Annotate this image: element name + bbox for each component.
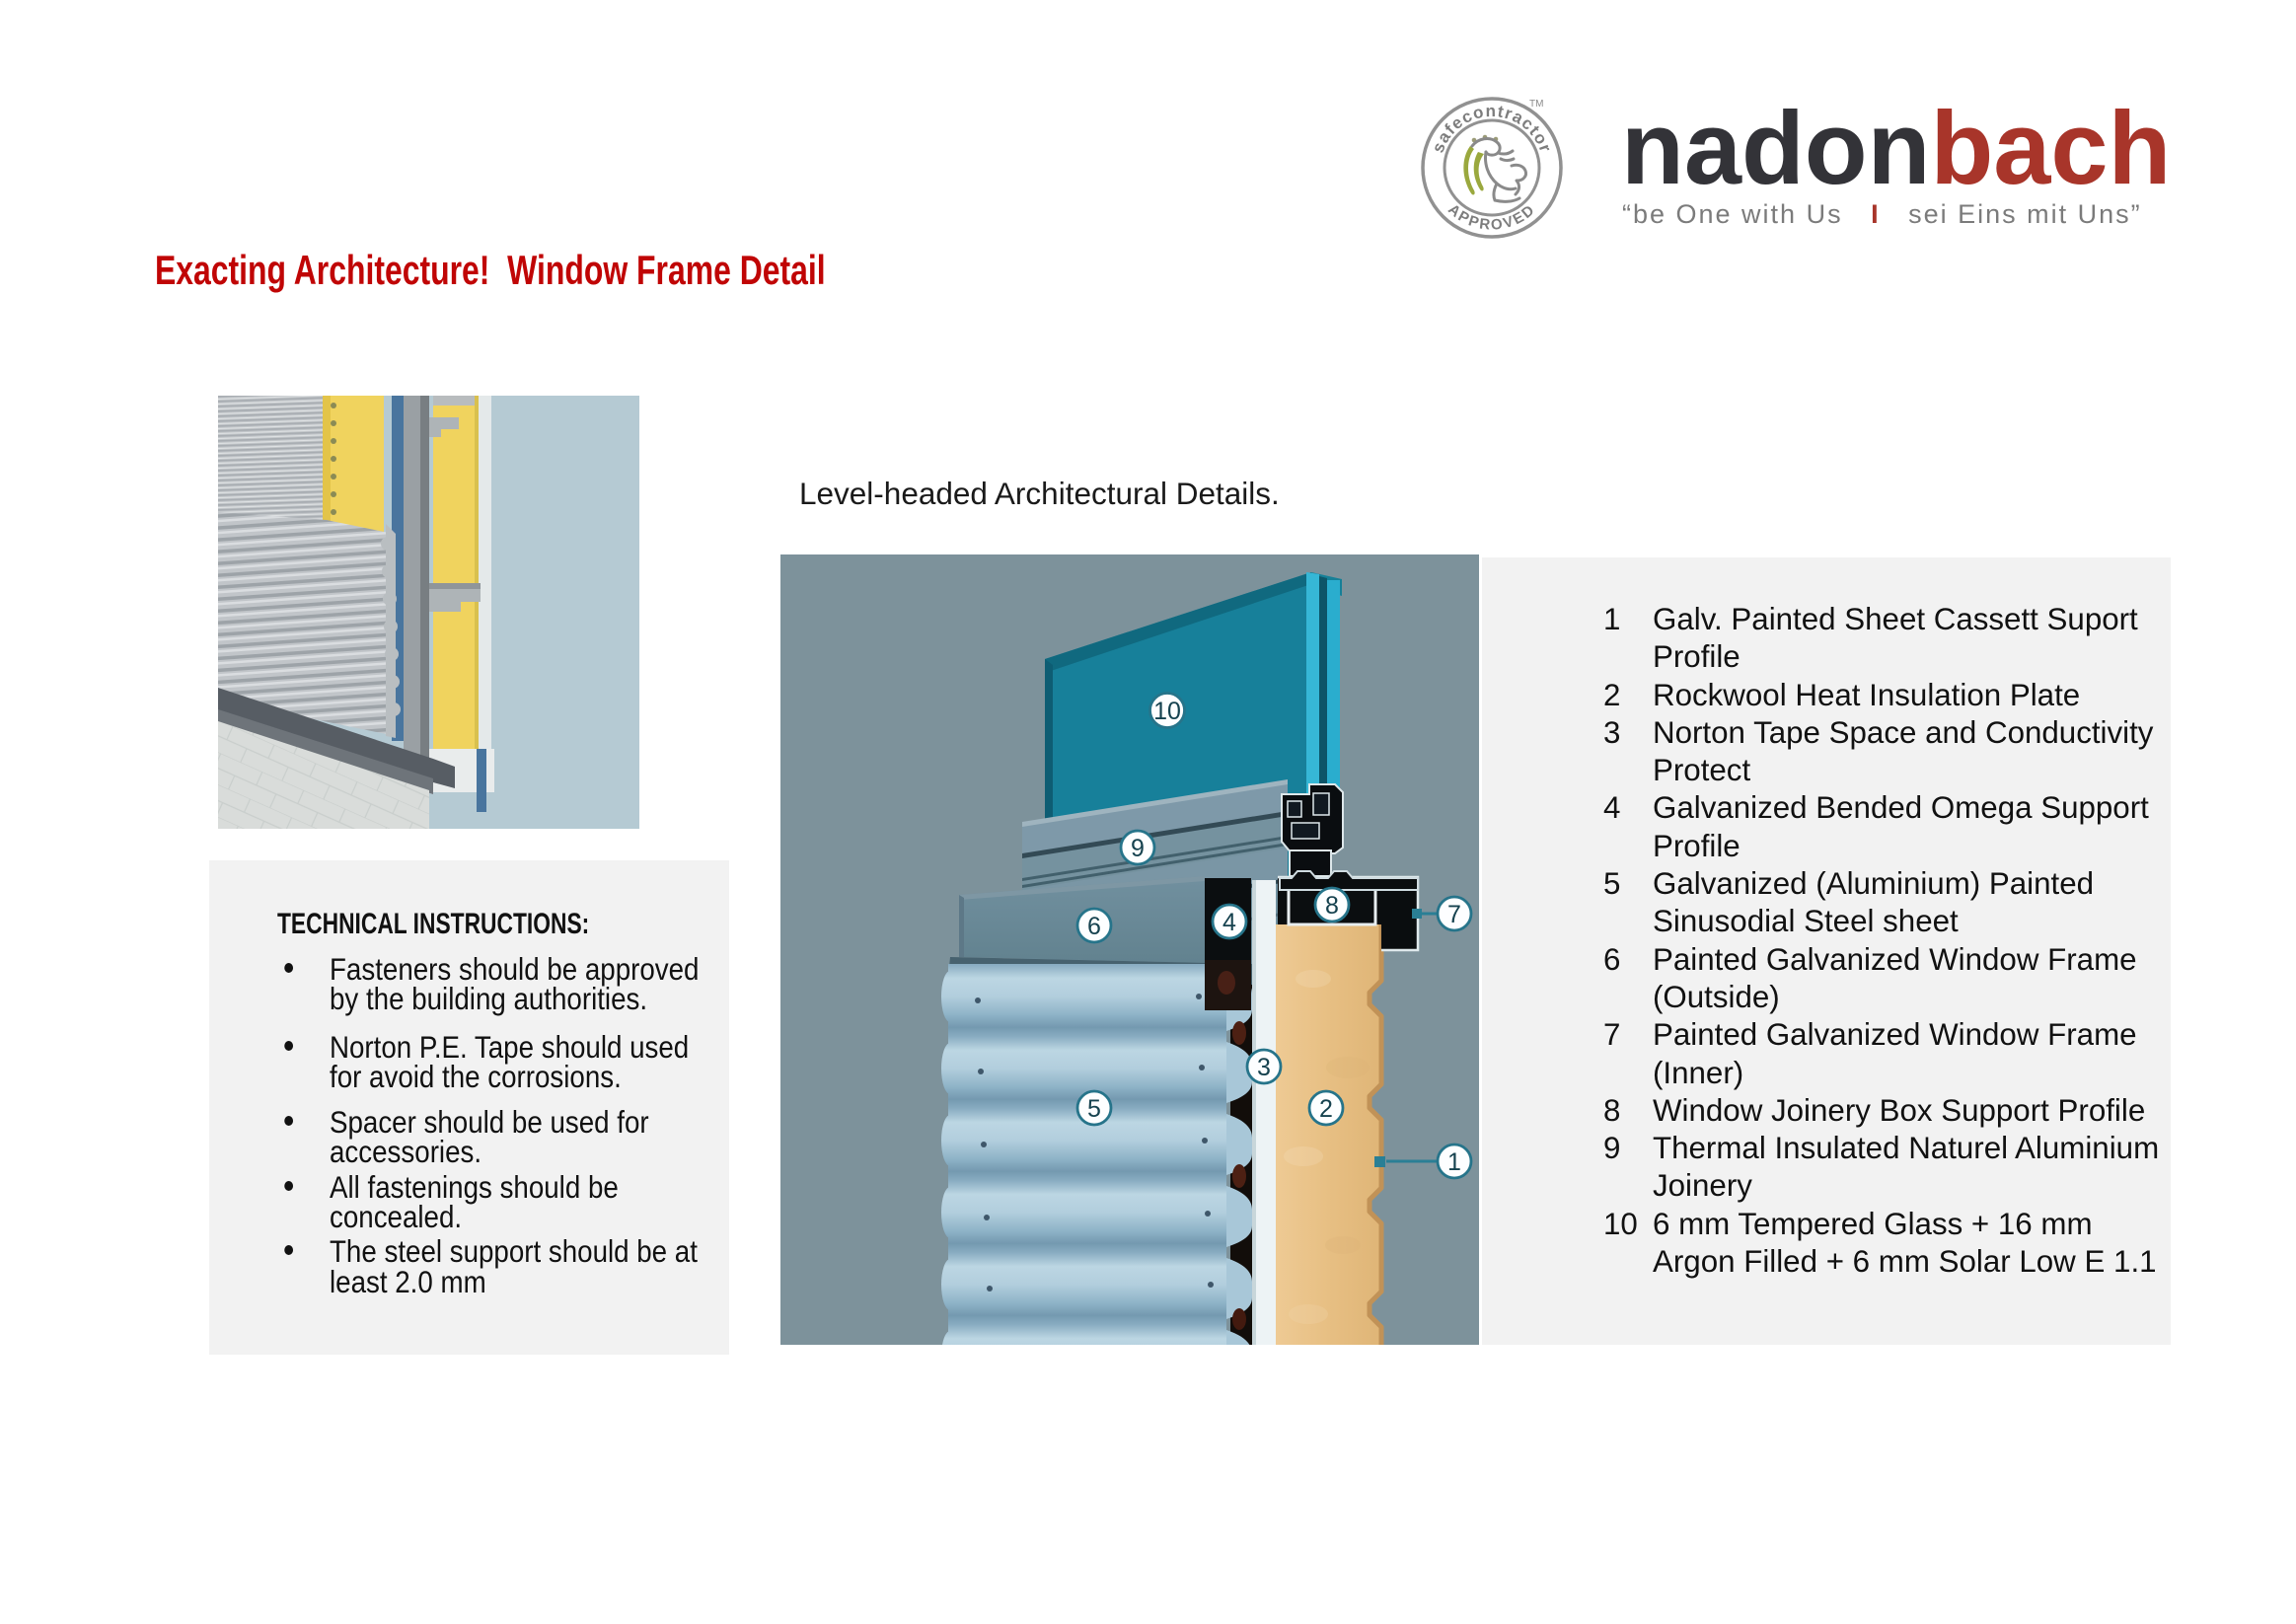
svg-text:1: 1: [1447, 1148, 1461, 1176]
svg-text:5: 5: [1087, 1095, 1101, 1123]
svg-text:7: 7: [1447, 901, 1461, 928]
svg-text:2: 2: [1319, 1095, 1333, 1123]
svg-text:9: 9: [1131, 835, 1145, 862]
svg-text:6: 6: [1087, 913, 1101, 940]
svg-text:3: 3: [1257, 1054, 1271, 1081]
svg-text:TM: TM: [1529, 99, 1543, 110]
svg-text:8: 8: [1325, 892, 1339, 920]
svg-text:4: 4: [1222, 909, 1236, 936]
svg-text:10: 10: [1153, 698, 1181, 725]
